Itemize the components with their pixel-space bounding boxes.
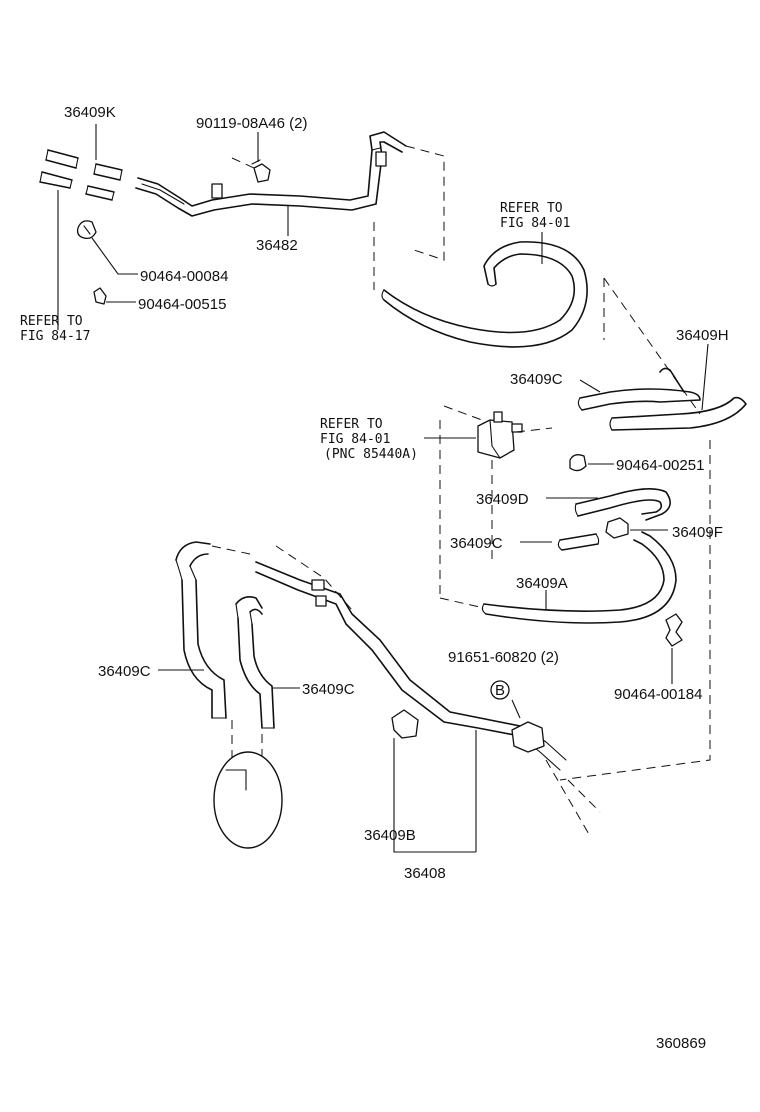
label-36409c-mid: 36409C xyxy=(450,535,503,552)
pipe-36408 xyxy=(255,561,567,771)
label-90119-08a46: 90119-08A46 (2) xyxy=(196,115,307,132)
label-90464-00251: 90464-00251 xyxy=(616,457,704,474)
label-36409f: 36409F xyxy=(672,524,723,541)
label-refer-84-01-mid-line3: (PNC 85440A) xyxy=(324,447,418,462)
hose-piece-36409k xyxy=(39,149,123,201)
hose-36409c-left xyxy=(175,541,227,719)
hose-36409d xyxy=(574,488,671,521)
hose-36409h xyxy=(609,396,747,431)
b-marker-91651: B xyxy=(490,680,510,700)
hose-36409a xyxy=(481,531,677,624)
vsv-valve-85440a xyxy=(477,411,523,459)
b-marker-label: B xyxy=(495,682,505,699)
label-36409d: 36409D xyxy=(476,491,529,508)
label-36409k: 36409K xyxy=(64,104,116,121)
label-90464-00184: 90464-00184 xyxy=(614,686,702,703)
hose-36409c-mid xyxy=(557,533,600,551)
hose-36409c-top xyxy=(577,367,701,411)
clip-90464-00515 xyxy=(93,287,107,305)
label-90464-00084: 90464-00084 xyxy=(140,268,228,285)
label-refer-84-01-mid-line1: REFER TO xyxy=(320,417,383,432)
clip-90464-00251 xyxy=(569,454,587,472)
label-36409c-top: 36409C xyxy=(510,371,563,388)
label-36409a: 36409A xyxy=(516,575,568,592)
figure-id: 360869 xyxy=(656,1035,706,1052)
label-refer-84-01-mid-line2: FIG 84-01 xyxy=(320,432,390,447)
charcoal-canister xyxy=(213,751,283,849)
pipe-36482 xyxy=(135,131,407,217)
hose-36409c-right xyxy=(235,596,275,729)
label-90464-00515: 90464-00515 xyxy=(138,296,226,313)
label-36409c-right: 36409C xyxy=(302,681,355,698)
connector-36409f xyxy=(605,517,629,539)
label-refer-84-01-top-line1: REFER TO xyxy=(500,201,563,216)
clip-90464-00084 xyxy=(76,220,97,240)
label-refer-84-01-top-line2: FIG 84-01 xyxy=(500,216,570,231)
grommet-36409b xyxy=(391,709,419,739)
hose-fig-84-01-top xyxy=(381,241,588,348)
label-36408: 36408 xyxy=(404,865,446,882)
label-36482: 36482 xyxy=(256,237,298,254)
label-36409c-left: 36409C xyxy=(98,663,151,680)
label-36409h: 36409H xyxy=(676,327,729,344)
bolt-90119-08a46 xyxy=(251,159,271,183)
label-refer-84-17-line2: FIG 84-17 xyxy=(20,329,90,344)
clip-90464-00184 xyxy=(665,613,683,647)
label-91651-60820: 91651-60820 (2) xyxy=(448,649,559,666)
label-36409b: 36409B xyxy=(364,827,416,844)
label-refer-84-17-line1: REFER TO xyxy=(20,314,83,329)
